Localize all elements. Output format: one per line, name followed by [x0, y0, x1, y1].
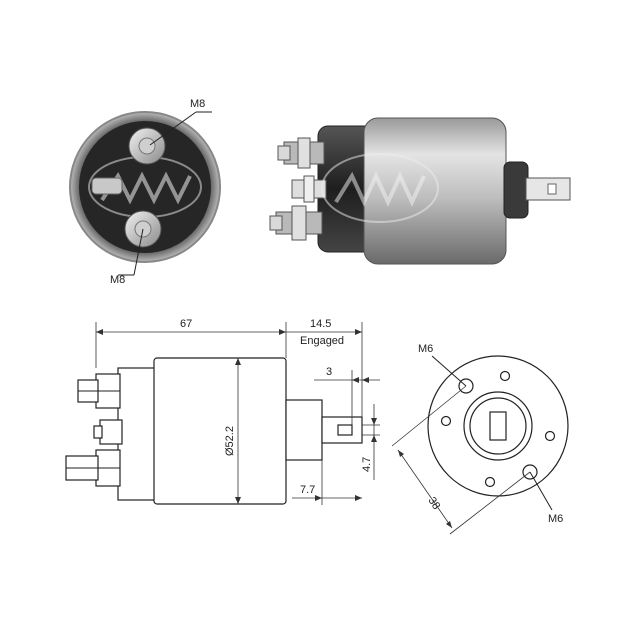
drawing-side-view: 67 14.5 Engaged 3 Ø52.2 4.7 7.7 — [65, 318, 380, 505]
label-m6-bottom: M6 — [548, 513, 563, 525]
label-m6-top: M6 — [418, 343, 433, 355]
spade-terminal — [291, 175, 327, 203]
terminal-bolt-top — [128, 127, 166, 165]
dim-14-5: 14.5 — [310, 318, 331, 330]
dim-diameter: Ø52.2 — [224, 426, 236, 456]
stud-top — [277, 137, 325, 169]
dim-7-7: 7.7 — [300, 484, 315, 496]
leader-top-m8 — [149, 111, 197, 146]
photo-front-view: M8 M8 — [69, 98, 221, 286]
dim-line-38 — [397, 449, 453, 529]
label-bottom-m8: M8 — [110, 274, 125, 286]
label-top-m8: M8 — [190, 98, 205, 110]
leader-m6-top — [431, 355, 467, 387]
dim-38: 38 — [426, 495, 443, 512]
stud-bottom — [269, 205, 323, 241]
photo-side-view — [269, 117, 571, 265]
dim-67: 67 — [180, 318, 192, 330]
dim-4-7: 4.7 — [361, 457, 373, 472]
leader-bottom-m8 — [133, 228, 144, 276]
leader-m6-bottom — [529, 471, 553, 511]
dim-3: 3 — [326, 366, 332, 378]
watermark-logo-side — [321, 153, 439, 223]
drawing-end-view: M6 M6 38 — [391, 343, 569, 535]
label-engaged: Engaged — [300, 335, 344, 347]
